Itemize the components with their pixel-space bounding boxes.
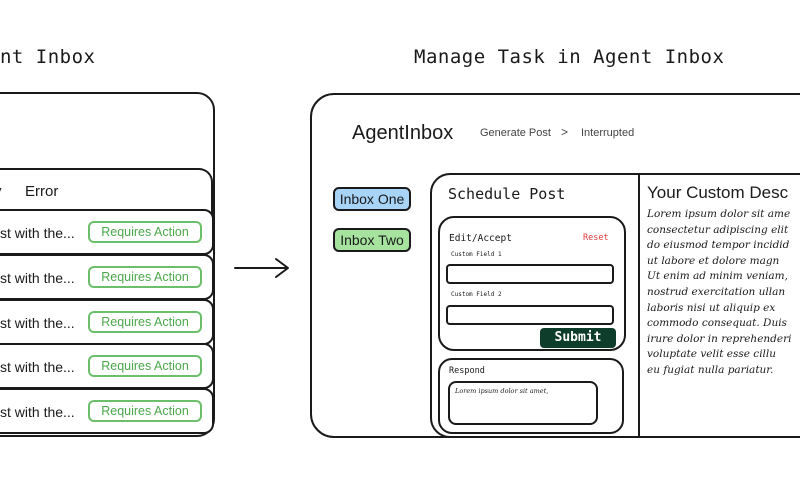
- custom-field-2-label: Custom Field 2: [451, 291, 502, 298]
- list-item[interactable]: st with the... Requires Action: [0, 209, 214, 255]
- description-line: voluptate velit esse cillu: [647, 348, 777, 361]
- requires-action-badge[interactable]: Requires Action: [88, 311, 202, 333]
- list-item[interactable]: st with the... Requires Action: [0, 388, 214, 434]
- description-line: ut labore et dolore magn: [647, 254, 780, 267]
- description-line: nostrud exercitation ullan: [647, 285, 786, 298]
- list-item-text: st with the...: [0, 315, 75, 331]
- description-line: laboris nisi ut aliquip ex: [647, 301, 776, 314]
- breadcrumb-separator: >: [561, 125, 569, 139]
- description-body: Lorem ipsum dolor sit ame consectetur ad…: [647, 207, 800, 379]
- description-line: irure dolor in reprehenderi: [647, 332, 792, 345]
- custom-field-1-input[interactable]: [446, 264, 614, 284]
- description-line: do eiusmod tempor incidid: [647, 239, 790, 252]
- description-line: Ut enim ad minim veniam,: [647, 270, 788, 283]
- description-line: eu fugiat nulla pariatur.: [647, 363, 774, 376]
- description-line: consectetur adipiscing elit: [647, 223, 789, 236]
- respond-textarea[interactable]: [448, 381, 598, 425]
- custom-field-1-label: Custom Field 1: [451, 251, 502, 258]
- respond-text: Lorem ipsum dolor sit amet,: [455, 387, 549, 395]
- respond-label: Respond: [449, 366, 485, 376]
- description-line: Lorem ipsum dolor sit ame: [647, 208, 791, 220]
- list-item-text: st with the...: [0, 359, 75, 375]
- reset-button[interactable]: Reset: [583, 233, 609, 243]
- edit-accept-label: Edit/Accept: [449, 233, 512, 244]
- tab-error[interactable]: Error: [25, 183, 59, 200]
- list-item-text: st with the...: [0, 404, 75, 420]
- left-tabs-bar: [0, 168, 213, 216]
- description-title: Your Custom Desc: [647, 183, 789, 202]
- requires-action-badge[interactable]: Requires Action: [88, 400, 202, 422]
- task-title: Schedule Post: [448, 185, 566, 203]
- list-item-text: st with the...: [0, 270, 75, 286]
- tab-partial[interactable]: y: [0, 183, 2, 200]
- custom-field-2-input[interactable]: [446, 305, 614, 325]
- list-item[interactable]: st with the... Requires Action: [0, 254, 214, 300]
- list-item[interactable]: st with the... Requires Action: [0, 343, 214, 389]
- description-line: commodo consequat. Duis: [647, 317, 787, 330]
- list-item[interactable]: st with the... Requires Action: [0, 299, 214, 345]
- submit-button[interactable]: Submit: [540, 328, 616, 348]
- arrow-right-icon: [234, 258, 289, 278]
- requires-action-badge[interactable]: Requires Action: [88, 266, 202, 288]
- brand-logo: AgentInbox: [352, 122, 454, 144]
- requires-action-badge[interactable]: Requires Action: [88, 355, 202, 377]
- requires-action-badge[interactable]: Requires Action: [88, 221, 202, 243]
- list-item-text: st with the...: [0, 225, 75, 241]
- sidebar-item-inbox-one[interactable]: Inbox One: [333, 187, 411, 211]
- sidebar-item-inbox-two[interactable]: Inbox Two: [333, 228, 411, 252]
- right-mock-title: Manage Task in Agent Inbox: [414, 46, 725, 68]
- breadcrumb-generate-post[interactable]: Generate Post: [480, 127, 551, 139]
- left-mock-title: ent Inbox: [0, 46, 96, 68]
- panel-divider: [638, 175, 640, 437]
- breadcrumb-interrupted[interactable]: Interrupted: [581, 127, 635, 139]
